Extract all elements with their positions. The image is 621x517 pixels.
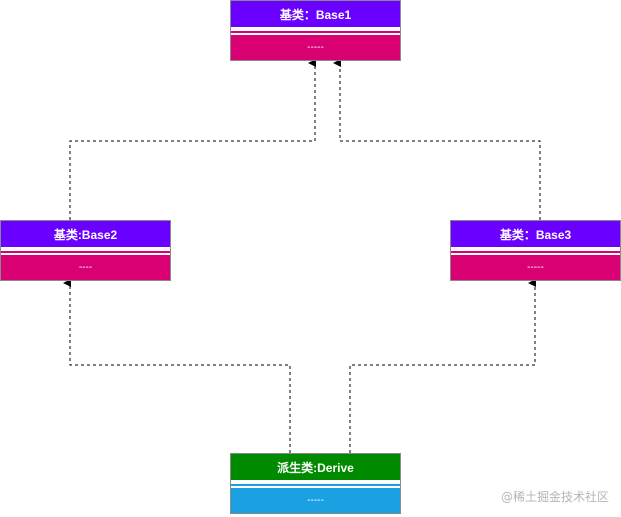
class-methods-base2: ---- xyxy=(1,255,170,280)
watermark-text: @稀土掘金技术社区 xyxy=(500,490,609,504)
edge-derive-to-base2 xyxy=(63,279,291,453)
class-title-base1: 基类：Base1 xyxy=(279,7,352,22)
class-body-text-base3: ----- xyxy=(527,262,544,273)
class-methods-base3: ----- xyxy=(451,255,620,280)
class-body-text-base2: ---- xyxy=(78,262,93,273)
class-header-base1: 基类：Base1 xyxy=(231,1,400,27)
class-header-base2: 基类:Base2 xyxy=(1,221,170,247)
class-body-text-derive: ----- xyxy=(307,495,324,506)
edge-base2-to-base1 xyxy=(69,59,316,220)
class-methods-base1: ----- xyxy=(231,35,400,60)
edge-base3-to-base1 xyxy=(333,59,541,220)
class-box-base3[interactable]: 基类：Base3 ----- xyxy=(450,220,621,281)
class-attributes-base1 xyxy=(231,31,400,33)
class-attributes-base2 xyxy=(1,251,170,253)
class-body-text-base1: ----- xyxy=(307,42,324,53)
class-box-base1[interactable]: 基类：Base1 ----- xyxy=(230,0,401,61)
edge-derive-to-base3 xyxy=(349,279,536,453)
class-title-derive: 派生类:Derive xyxy=(277,460,354,475)
class-attributes-derive xyxy=(231,484,400,486)
class-box-derive[interactable]: 派生类:Derive ----- xyxy=(230,453,401,514)
class-methods-derive: ----- xyxy=(231,488,400,513)
class-header-base3: 基类：Base3 xyxy=(451,221,620,247)
class-header-derive: 派生类:Derive xyxy=(231,454,400,480)
class-box-base2[interactable]: 基类:Base2 ---- xyxy=(0,220,171,281)
class-title-base2: 基类:Base2 xyxy=(53,227,118,242)
class-attributes-base3 xyxy=(451,251,620,253)
class-title-base3: 基类：Base3 xyxy=(499,227,572,242)
